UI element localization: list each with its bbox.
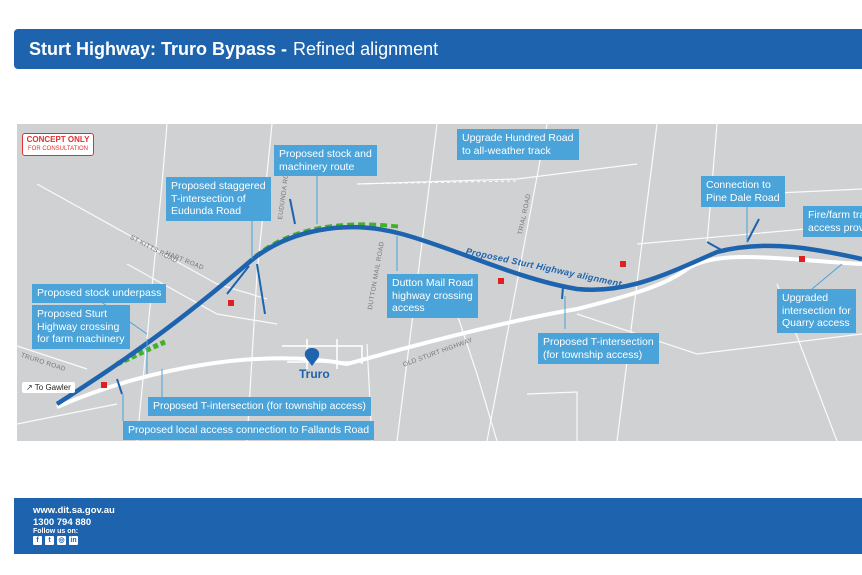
callout-fire-track: Fire/farm track access provision [803,206,862,237]
red-markers [101,256,805,388]
town-label: Truro [299,367,330,381]
callout-t-intersection-west: Proposed T-intersection (for township ac… [148,397,371,416]
callout-dutton-mail: Dutton Mail Road highway crossing access [387,274,479,318]
callout-stock-underpass: Proposed stock underpass [32,284,167,303]
title-banner: Sturt Highway: Truro Bypass - Refined al… [14,29,862,69]
title-bold: Sturt Highway: Truro Bypass - [29,38,288,59]
minor-roads [17,124,862,441]
concept-badge: CONCEPT ONLY FOR CONSULTATION [22,133,94,156]
callout-staggered-intersection: Proposed staggered T-intersection of Eud… [166,177,271,221]
footer-banner: www.dit.sa.gov.au 1300 794 880 Follow us… [14,498,862,554]
callout-stock-route: Proposed stock and machinery route [274,145,377,176]
old-sturt-highway [56,255,862,409]
twitter-icon[interactable]: t [45,536,54,545]
map-drawing [17,124,862,441]
callout-quarry: Upgraded intersection for Quarry access [777,289,856,333]
footer-phone: 1300 794 880 [33,517,92,528]
direction-sign-label: To Gawler [34,383,71,392]
facebook-icon[interactable]: f [33,536,42,545]
callout-hundred-road: Upgrade Hundred Road to all-weather trac… [457,129,579,160]
callout-pine-dale: Connection to Pine Dale Road [701,176,785,207]
callout-t-intersection-east: Proposed T-intersection (for township ac… [538,333,659,364]
callout-local-access: Proposed local access connection to Fall… [123,421,375,440]
town-pin-icon [304,348,320,366]
map-area: CONCEPT ONLY FOR CONSULTATION ↗ To Gawle… [17,124,862,441]
direction-sign: ↗ To Gawler [22,382,75,393]
title-subtitle: Refined alignment [293,38,439,59]
linkedin-icon[interactable]: in [69,536,78,545]
footer-website[interactable]: www.dit.sa.gov.au [33,505,115,516]
arrow-icon: ↗ [26,383,33,392]
concept-line2: FOR CONSULTATION [28,146,88,152]
instagram-icon[interactable]: ◎ [57,536,66,545]
proposed-alignment [55,225,862,406]
concept-line1: CONCEPT ONLY [26,135,90,144]
footer-follow: Follow us on: [33,528,79,535]
callout-farm-crossing: Proposed Sturt Highway crossing for farm… [32,305,130,349]
